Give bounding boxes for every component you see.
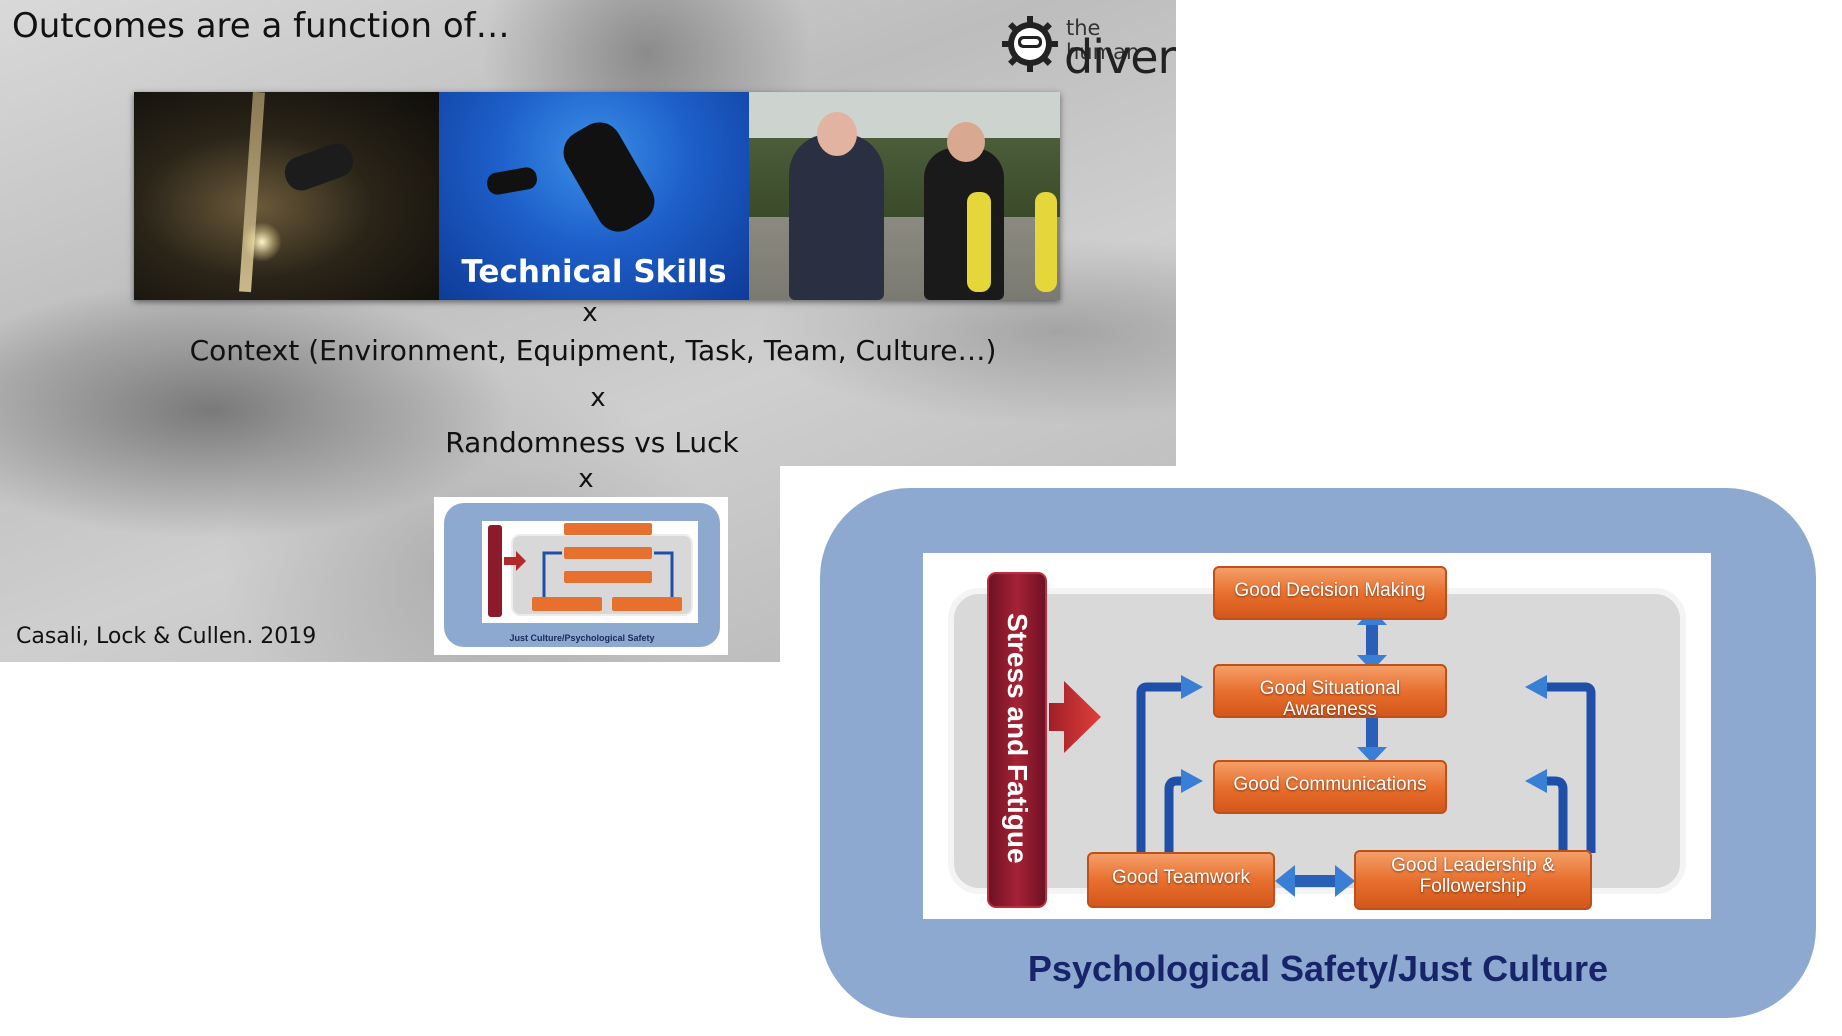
logo-text-small: the human	[1066, 16, 1140, 64]
thumbnail-title: Just Culture/Psychological Safety	[509, 633, 655, 643]
diagram-backdrop	[948, 588, 1686, 894]
label-situational-awareness: Good Situational Awareness	[1259, 678, 1401, 720]
box-situational-awareness	[1213, 664, 1447, 718]
cave-diver-photo	[134, 92, 439, 300]
frame-title: Psychological Safety/Just Culture	[1027, 948, 1609, 989]
stress-label: Stress and Fatigue	[1002, 612, 1033, 864]
blue-water-diver-photo: Technical Skills	[439, 92, 749, 300]
label-communications: Good Communications	[1233, 774, 1427, 795]
photo-caption: Technical Skills	[461, 254, 727, 290]
label-decision-making: Good Decision Making	[1234, 580, 1426, 601]
box-communications	[1213, 760, 1447, 814]
slide-title: Outcomes are a function of…	[12, 6, 510, 46]
box-leadership	[1354, 850, 1592, 910]
gear-mask-icon	[1002, 16, 1058, 72]
blue-feedback-arrow	[1543, 682, 1596, 853]
randomness-line: Randomness vs Luck	[445, 426, 739, 459]
blue-feedback-arrow	[1543, 776, 1568, 853]
multiply-operator: x	[578, 464, 594, 494]
the-human-diver-logo: the human diver	[1000, 14, 1176, 84]
blue-feedback-arrow	[1136, 682, 1185, 853]
diagram-thumbnail: Just Culture/Psychological Safety	[434, 497, 728, 655]
blue-feedback-arrow	[1164, 776, 1185, 853]
logo-text-big: diver	[1064, 30, 1176, 84]
divers-on-shore-photo	[749, 92, 1060, 300]
stress-arrow	[1049, 681, 1101, 753]
photo-strip: Technical Skills	[134, 92, 1060, 300]
box-teamwork	[1087, 852, 1275, 908]
context-line: Context (Environment, Equipment, Task, T…	[189, 334, 997, 367]
box-decision-making	[1213, 566, 1447, 620]
citation: Casali, Lock & Cullen. 2019	[16, 624, 317, 649]
stress-bar	[987, 572, 1047, 908]
label-teamwork: Good Teamwork	[1112, 867, 1250, 888]
teamwork-diagram: Stress and Fatigue Good Decision Making …	[923, 553, 1711, 919]
multiply-operator: x	[590, 383, 606, 413]
label-leadership: Good Leadership & Followership	[1391, 855, 1555, 897]
double-arrow-icon	[1275, 865, 1355, 897]
multiply-operator: x	[582, 298, 598, 328]
